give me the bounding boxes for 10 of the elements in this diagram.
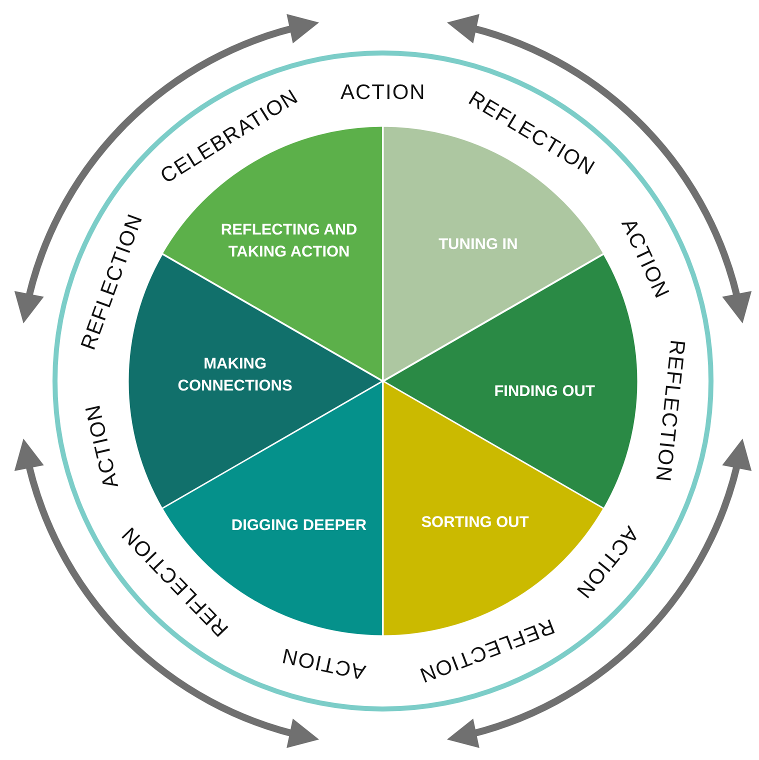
segment-label: DIGGING DEEPER [230,516,368,536]
segment-label: REFLECTING AND TAKING ACTION [220,220,358,263]
ring-label: ACTION [279,642,368,684]
ring-label: ACTION [81,402,124,490]
ring-label: ACTION [340,81,426,105]
segment-label: FINDING OUT [493,382,596,402]
segment-label: SORTING OUT [420,512,530,532]
segment-label: MAKING CONNECTIONS [176,354,294,397]
ring-label: REFLECTION [650,338,689,484]
segment-label: TUNING IN [438,234,519,255]
